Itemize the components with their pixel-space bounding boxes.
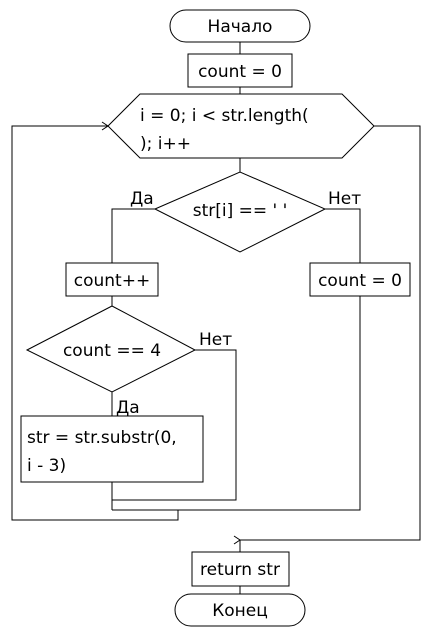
condition1-decision xyxy=(153,171,327,253)
action-label-line2: i - 3) xyxy=(27,456,66,476)
connector-cond1-no xyxy=(325,208,361,263)
start-label: Начало xyxy=(208,17,273,37)
end-terminal xyxy=(174,593,306,627)
connector-reset-merge xyxy=(112,296,361,511)
condition1-yes-label: Да xyxy=(130,189,154,209)
connector-cond1-yes xyxy=(111,208,155,263)
condition1-no-label: Нет xyxy=(328,189,361,209)
action-label-line1: str = str.substr(0, xyxy=(27,428,177,448)
loop-label-line2: ); i++ xyxy=(140,134,191,154)
connector-cond2-no xyxy=(112,349,237,501)
reset-label: count = 0 xyxy=(318,271,402,291)
increment-process xyxy=(65,262,159,297)
loop-header xyxy=(107,93,375,159)
action-process xyxy=(20,415,204,483)
increment-label: count++ xyxy=(74,271,150,291)
condition2-label: count == 4 xyxy=(63,341,161,361)
condition2-yes-label: Да xyxy=(116,398,140,418)
connectors xyxy=(11,42,421,594)
connector-loop-exit xyxy=(239,125,421,552)
end-label: Конец xyxy=(212,601,268,621)
condition1-label: str[i] == ' ' xyxy=(193,201,288,221)
loop-label-line1: i = 0; i < str.length( xyxy=(140,106,309,126)
condition2-no-label: Нет xyxy=(199,330,232,350)
arrowhead-exit xyxy=(233,535,241,545)
connector-loop-back xyxy=(11,125,179,521)
return-process xyxy=(191,551,290,587)
start-terminal xyxy=(169,9,311,43)
init-process xyxy=(187,53,293,88)
init-label: count = 0 xyxy=(198,62,282,82)
reset-process xyxy=(309,262,411,297)
return-label: return str xyxy=(200,560,280,580)
condition2-decision xyxy=(25,305,197,393)
